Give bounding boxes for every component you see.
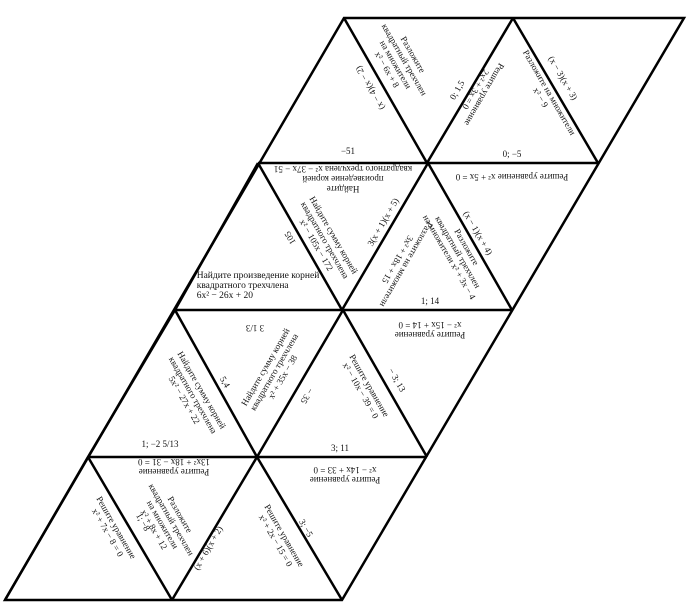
task-label: Решите уравнение x² − 14x + 33 = 0	[309, 465, 381, 485]
answer-label: 3; 11	[331, 443, 349, 453]
answer-label: 3 1/3	[245, 323, 265, 333]
diag-k	[86, 309, 177, 458]
diag-j	[173, 162, 260, 311]
diag-b	[426, 162, 514, 311]
answer-label: −51	[340, 146, 356, 156]
diag-down-2	[511, 17, 600, 164]
diag-d	[173, 309, 259, 458]
diag-h	[255, 456, 344, 601]
diag-c	[340, 162, 430, 311]
task-label: Решите уравнение 13x² + 18x − 31 = 0	[138, 457, 210, 477]
task-label: Решите уравнение x² + 5x = 0	[455, 172, 569, 182]
diag-up-1	[425, 17, 515, 164]
diag-g	[86, 456, 174, 601]
diag-a	[256, 162, 344, 311]
diag-down-1	[342, 17, 429, 164]
task-label: Найдите произведение корней квадратного …	[196, 271, 320, 301]
diag-l	[3, 456, 90, 601]
answer-label: 1; −2 5/13	[141, 439, 179, 449]
answer-label: 0; −5	[502, 149, 522, 159]
diag-f	[255, 309, 345, 458]
answer-label: 1; 14	[420, 296, 440, 306]
diag-e	[341, 309, 429, 458]
task-label: Решите уравнение x² − 15x + 14 = 0	[394, 320, 466, 340]
task-label: Найдите произведение корней квадратного …	[273, 164, 413, 194]
diag-i	[170, 456, 259, 601]
